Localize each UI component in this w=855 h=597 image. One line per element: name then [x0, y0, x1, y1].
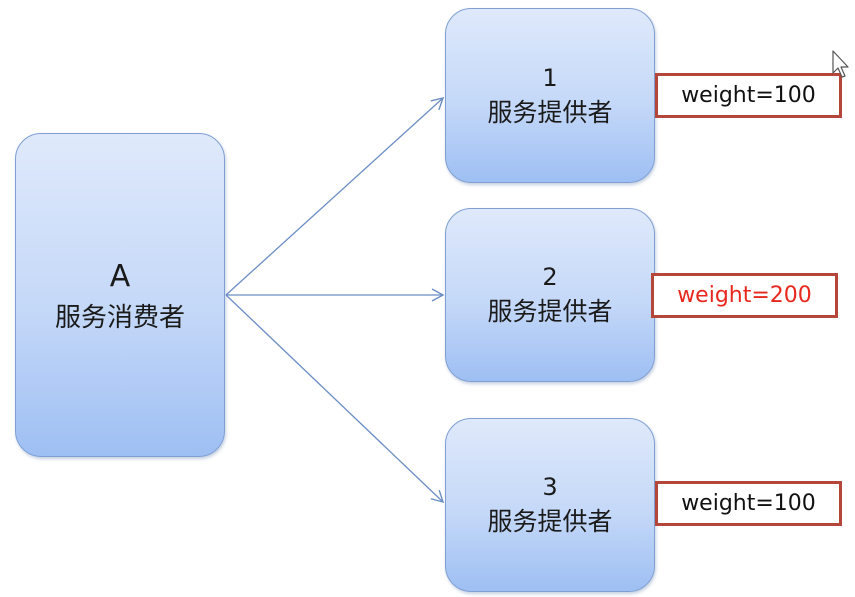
weight-label: weight=100: [681, 491, 816, 516]
provider-node-3: 3 服务提供者: [445, 418, 655, 592]
provider-id: 3: [542, 473, 558, 501]
weight-label: weight=100: [681, 83, 816, 108]
consumer-role: 服务消费者: [54, 303, 185, 333]
provider-id: 2: [542, 263, 558, 291]
weight-box-3: weight=100: [655, 481, 842, 526]
consumer-id: A: [109, 259, 131, 294]
weight-box-1: weight=100: [655, 73, 842, 118]
provider-role: 服务提供者: [487, 507, 613, 536]
mouse-cursor-icon: [832, 50, 849, 78]
weight-box-2: weight=200: [651, 273, 838, 318]
provider-node-2: 2 服务提供者: [445, 208, 655, 382]
provider-role: 服务提供者: [487, 297, 613, 326]
arrow-to-provider-1: [225, 97, 445, 296]
provider-node-1: 1 服务提供者: [445, 8, 655, 183]
consumer-node: A 服务消费者: [15, 133, 225, 457]
weight-label: weight=200: [677, 283, 812, 308]
provider-role: 服务提供者: [487, 97, 613, 127]
arrow-to-provider-3: [225, 294, 445, 504]
provider-id: 1: [542, 63, 558, 92]
